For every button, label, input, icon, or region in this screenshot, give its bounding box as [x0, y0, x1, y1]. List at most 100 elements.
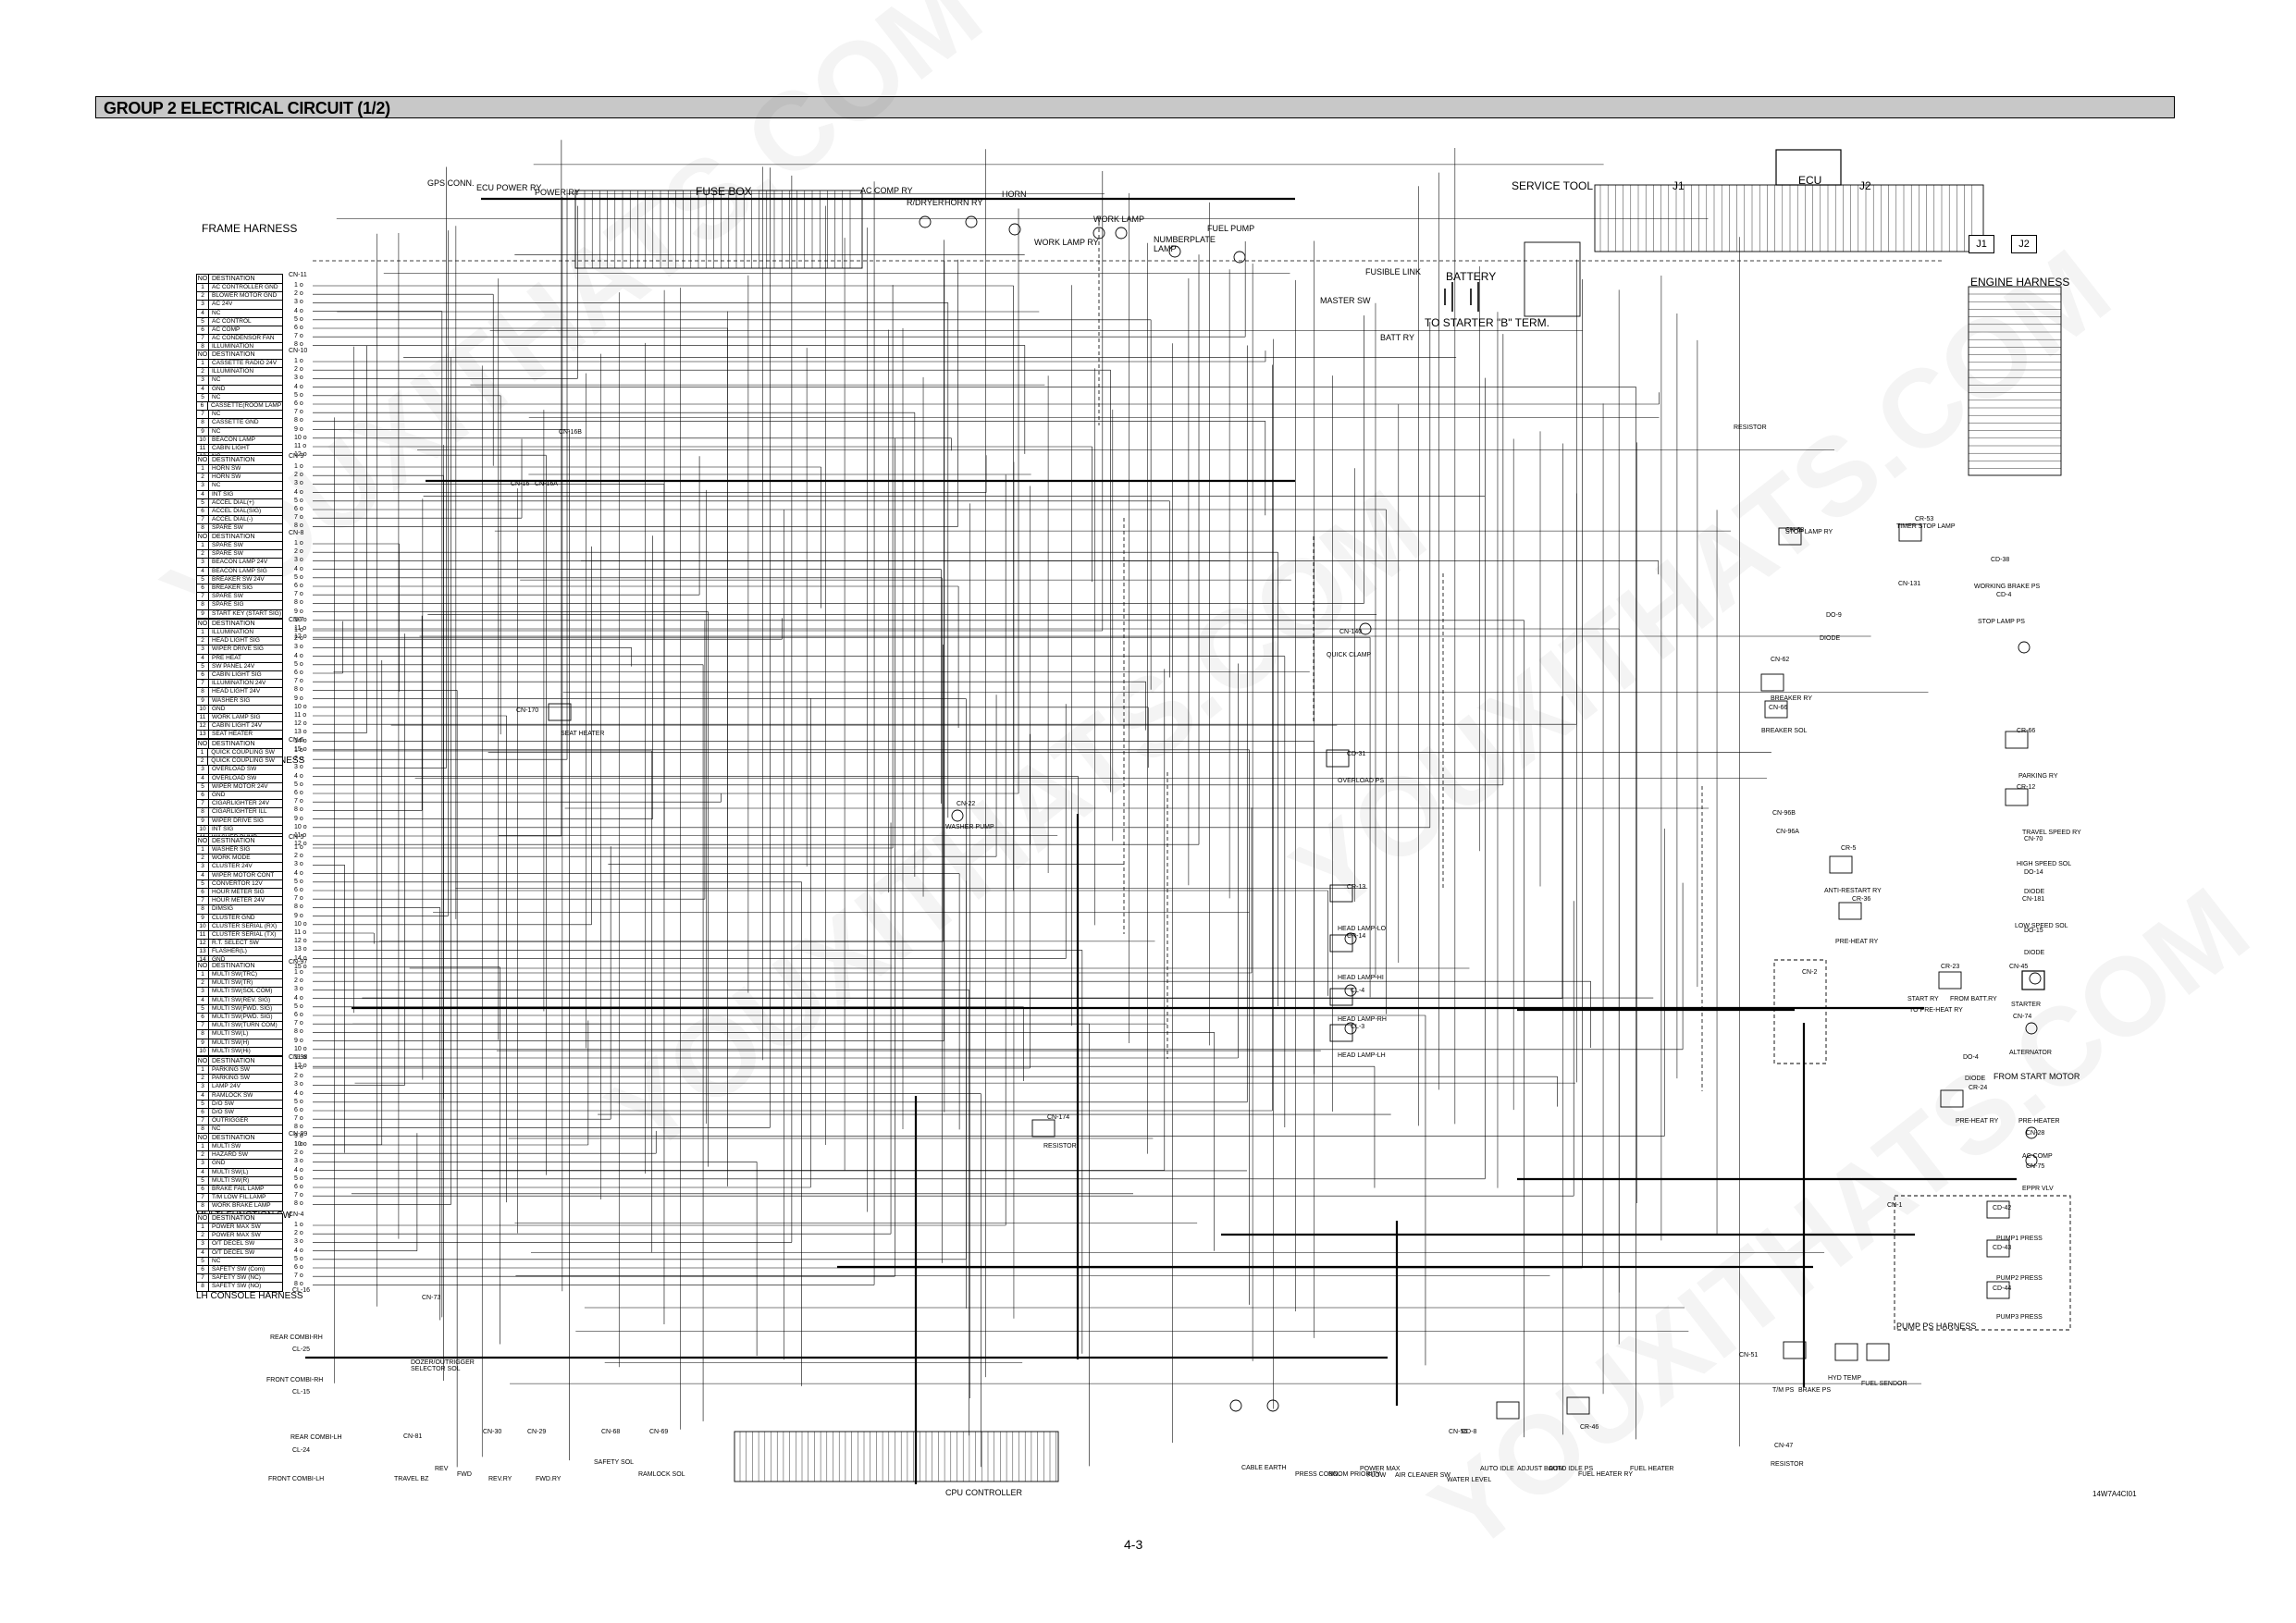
page-title: GROUP 2 ELECTRICAL CIRCUIT (1/2): [104, 99, 390, 117]
connector-pin: 10 o: [294, 434, 307, 441]
j1-label: J1: [1673, 179, 1685, 192]
connector-label: CL-15: [292, 1389, 311, 1396]
connector-label: CR-14: [1347, 933, 1366, 940]
rdryer-label: R/DRYER: [907, 198, 944, 207]
connector-pin: 6 o: [294, 325, 303, 331]
connector-pin: 1 o: [294, 969, 303, 976]
component-symbol: [1115, 227, 1128, 240]
connector-pin: 4 o: [294, 383, 303, 390]
connector-pin: 12 o: [294, 633, 307, 641]
j2-label: J2: [1859, 179, 1871, 192]
component-symbol: [1344, 984, 1357, 997]
relay-symbol: [1866, 1343, 1890, 1361]
component-symbol: [919, 215, 932, 228]
connector-pin: 10 o: [294, 1140, 307, 1148]
fuse-box-label: FUSE BOX: [696, 185, 752, 198]
connector-pin: 10 o: [294, 703, 307, 710]
connector-label: CN-69: [649, 1429, 669, 1435]
diode-label: DIODE: [1820, 635, 1841, 642]
connector-label: CD-4: [1996, 592, 2012, 598]
relay-symbol: [1778, 527, 1802, 546]
relay-symbol: [1326, 749, 1350, 768]
diode-label: DIODE: [2024, 889, 2045, 895]
tm-ps-label: T/M PS: [1772, 1387, 1795, 1394]
j1-box: J1: [1969, 235, 1994, 253]
relay-symbol: [1940, 1089, 1964, 1108]
connector-pin: 5 o: [294, 1174, 303, 1182]
connector-label: CN-170: [516, 707, 539, 714]
connector-label: CR-12: [2017, 784, 2036, 791]
pump-ps-harness-label: PUMP PS HARNESS: [1896, 1322, 1977, 1331]
connector-pin: 10 o: [294, 920, 307, 928]
relay-symbol: [1760, 673, 1784, 692]
relay-symbol: [1329, 934, 1353, 953]
connector-pin: 13 o: [294, 729, 307, 736]
connector-pin: 3 o: [294, 861, 303, 868]
component-symbol: [2029, 972, 2042, 985]
relay-symbol: [1938, 971, 1962, 990]
ecu-label: ECU: [1798, 174, 1822, 187]
relay-symbol: [1829, 855, 1853, 874]
connector-label: CN-68: [601, 1429, 621, 1435]
relay-symbol: [1496, 1401, 1520, 1420]
pre-heater-label: PRE-HEATER: [2018, 1118, 2060, 1125]
connector-pin: 4 o: [294, 307, 303, 314]
component-symbol: [1229, 1399, 1242, 1412]
connector-pin: 2 o: [294, 290, 303, 298]
rear-combi-lh-label: REAR COMBI-LH: [290, 1434, 342, 1441]
connector-label: CN-56: [1449, 1429, 1468, 1435]
connector-pin: 3 o: [294, 1081, 303, 1088]
component-symbol: [1266, 1399, 1279, 1412]
component-symbol: [2018, 641, 2031, 654]
relay-symbol: [2005, 788, 2029, 806]
harness-connector-label: CN-97: [289, 959, 308, 965]
component-symbol: [2025, 1126, 2038, 1139]
washer-pump-label: WASHER PUMP: [945, 824, 994, 830]
connector-pin: 4 o: [294, 652, 303, 659]
front-combi-rh-label: FRONT COMBI-RH: [266, 1377, 324, 1383]
relay-symbol: [1986, 1281, 2010, 1299]
seat-heater-label: SEAT HEATER: [561, 731, 605, 737]
connector-label: CL-16: [292, 1287, 311, 1294]
connector-label: CN-96B: [1772, 810, 1796, 817]
power-max-label: POWER MAX: [1360, 1466, 1401, 1472]
connector-pin: 6 o: [294, 1107, 303, 1113]
auto-idle-label: AUTO IDLE: [1480, 1466, 1514, 1472]
adjust-boom-label: ADJUST BOOM: [1517, 1466, 1564, 1472]
connector-pin: 5 o: [294, 497, 303, 504]
connector-pin: 6 o: [294, 670, 303, 676]
connector-pin: 2 o: [294, 1073, 303, 1080]
relay-symbol: [1329, 988, 1353, 1006]
connector-pin: 3 o: [294, 1238, 303, 1246]
from-batt-ry-label: FROM BATT.RY: [1950, 996, 1997, 1002]
relay-symbol: [1329, 884, 1353, 903]
